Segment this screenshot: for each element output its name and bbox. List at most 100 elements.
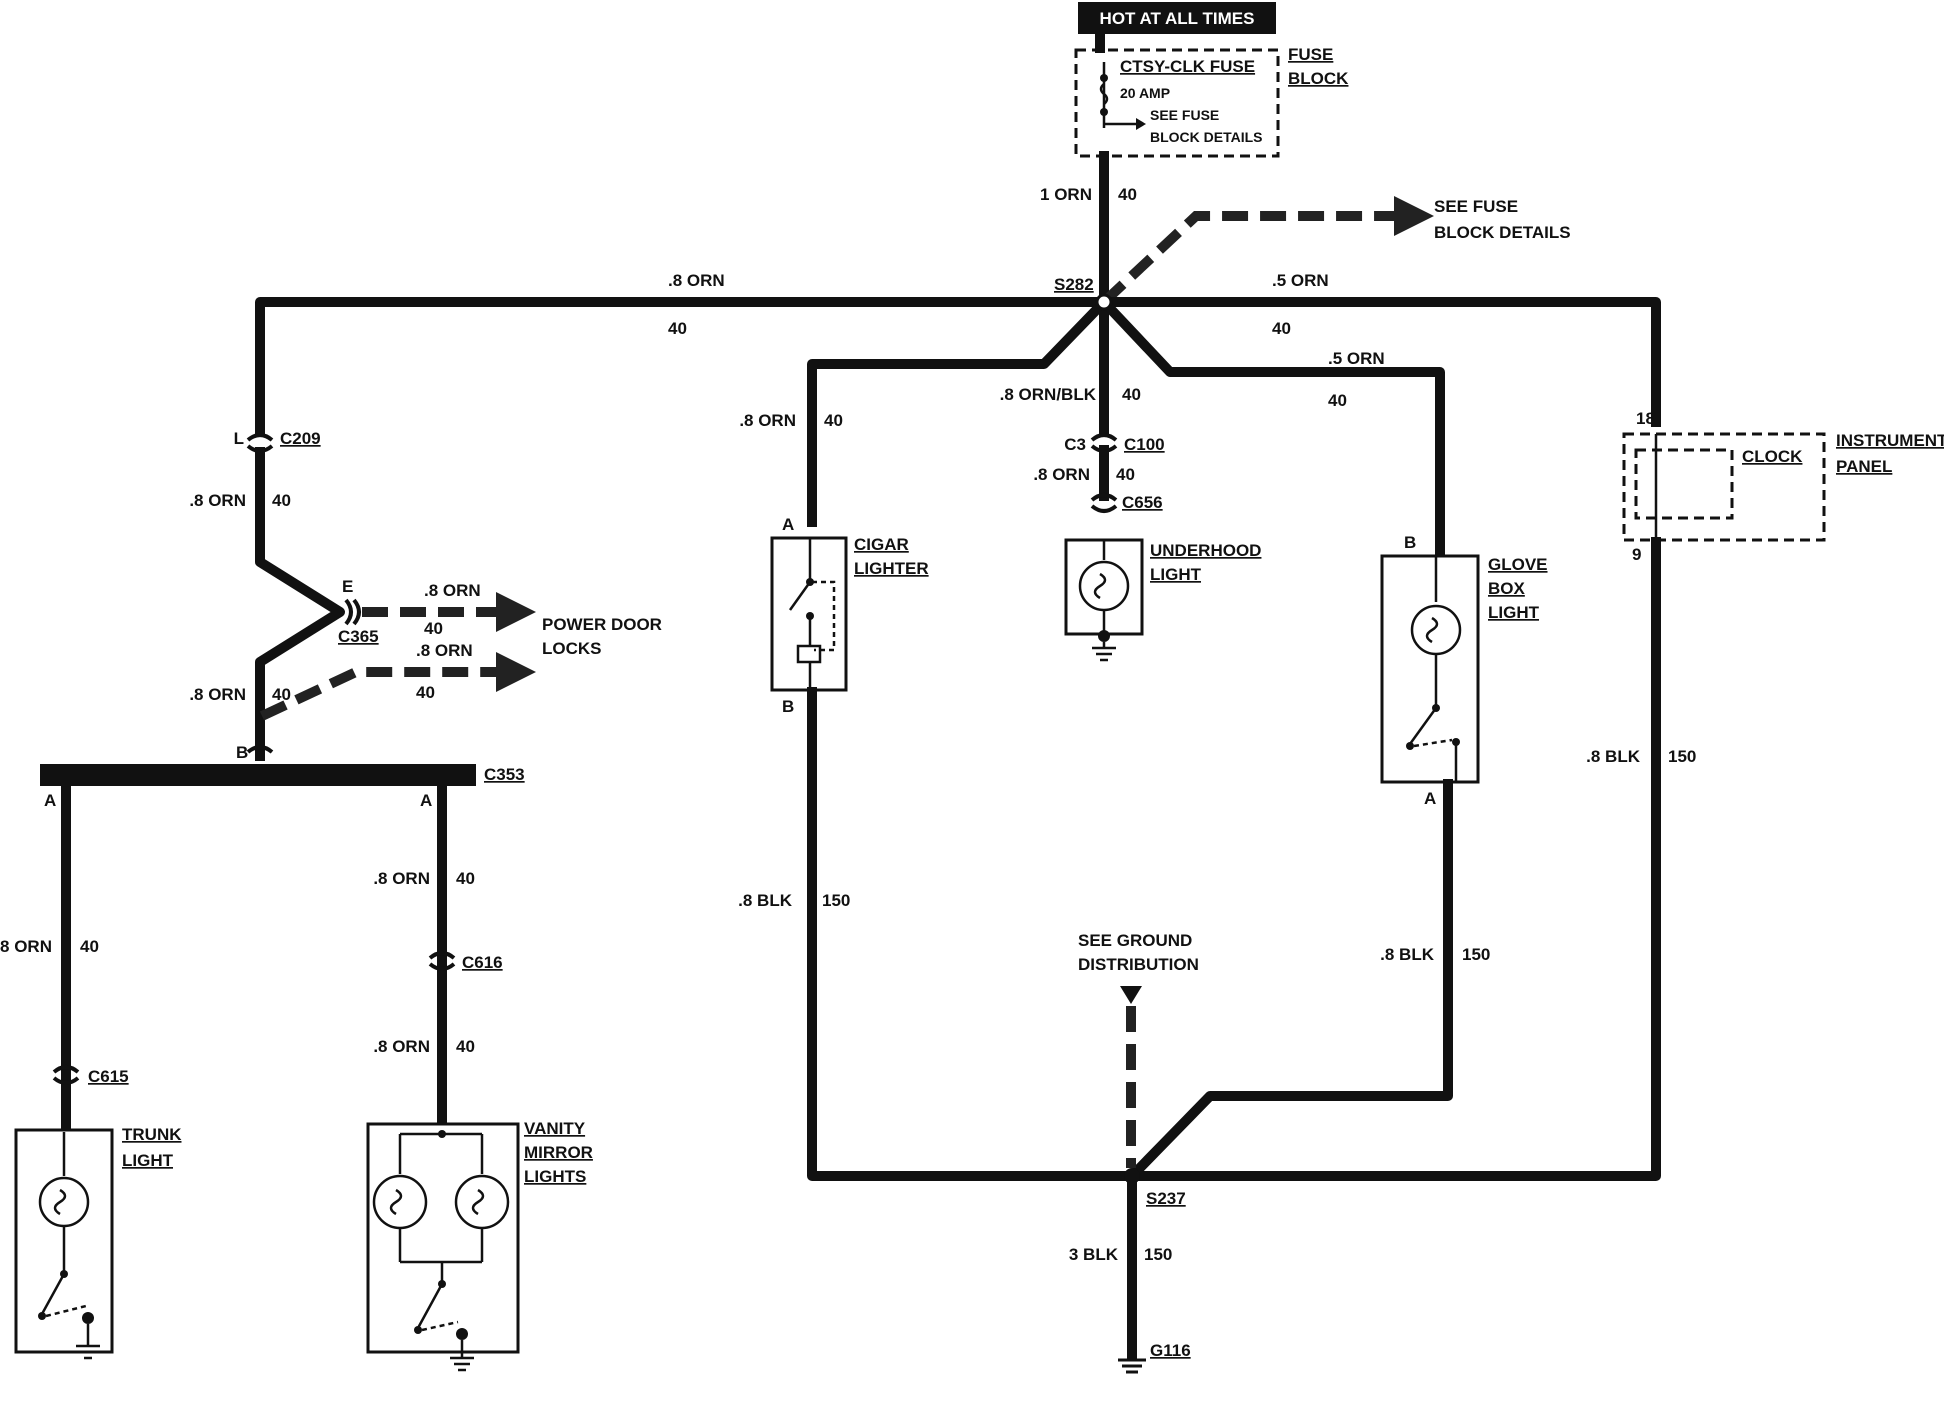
pin-label: L <box>234 429 244 448</box>
pin-label: A <box>782 515 794 534</box>
instrument-panel-label-2: PANEL <box>1836 457 1892 476</box>
pin-label: 18 <box>1636 409 1655 428</box>
circuit-label: 40 <box>456 869 475 888</box>
connector-c209-label: C209 <box>280 429 321 448</box>
power-door-locks-wire-2 <box>259 652 536 721</box>
trunk-light-label: TRUNK <box>122 1125 182 1144</box>
trunk-light <box>14 1128 114 1360</box>
underhood-light-label-2: LIGHT <box>1150 565 1202 584</box>
circuit-label: 150 <box>1144 1245 1172 1264</box>
wire-label: .8 ORN <box>424 581 481 600</box>
wire-label: 1 ORN <box>1040 185 1092 204</box>
vanity-mirror-label-2: MIRROR <box>524 1143 593 1162</box>
wire-label: .8 ORN/BLK <box>1000 385 1097 404</box>
wire-label: .8 ORN <box>739 411 796 430</box>
glove-ground-wire <box>1124 779 1453 1184</box>
underhood-light-label: UNDERHOOD <box>1150 541 1261 560</box>
wire-label: .5 ORN <box>1328 349 1385 368</box>
vanity-mirror-label-3: LIGHTS <box>524 1167 586 1186</box>
circuit-label: 40 <box>668 319 687 338</box>
wire-label: .8 ORN <box>1033 465 1090 484</box>
splice-s282 <box>1095 293 1113 311</box>
ground-g116-label: G116 <box>1150 1341 1191 1360</box>
connector-c365 <box>344 598 361 626</box>
wire-label: .8 ORN <box>189 685 246 704</box>
fuse-rating-label: 20 AMP <box>1120 85 1170 101</box>
glove-box-label: GLOVE <box>1488 555 1548 574</box>
wire-label: .8 ORN <box>373 1037 430 1056</box>
wire-label: .8 BLK <box>1380 945 1435 964</box>
glove-box-label-3: LIGHT <box>1488 603 1540 622</box>
glove-box-label-2: BOX <box>1488 579 1526 598</box>
circuit-label: 40 <box>1328 391 1347 410</box>
vanity-mirror-label: VANITY <box>524 1119 586 1138</box>
pin-label: 9 <box>1632 545 1641 564</box>
ground-distribution-arrow-icon <box>1120 986 1142 1004</box>
fuse-note-label-2: BLOCK DETAILS <box>1150 129 1263 145</box>
circuit-label: 40 <box>456 1037 475 1056</box>
wire-label: .8 ORN <box>0 937 52 956</box>
connector-c656-label: C656 <box>1122 493 1163 512</box>
left-top-wire <box>255 297 1109 437</box>
hot-at-all-times-label: HOT AT ALL TIMES <box>1078 2 1276 34</box>
pin-label: A <box>420 791 432 810</box>
wire-label: 3 BLK <box>1069 1245 1119 1264</box>
circuit-label: 40 <box>1272 319 1291 338</box>
clock-label: CLOCK <box>1742 447 1803 466</box>
wire-label: .8 BLK <box>738 891 793 910</box>
see-fuse-details-label-2: BLOCK DETAILS <box>1434 223 1571 242</box>
connector-c616-label: C616 <box>462 953 503 972</box>
circuit-label: 40 <box>272 685 291 704</box>
ground-g116-icon <box>1118 1358 1146 1374</box>
circuit-label: 40 <box>416 683 435 702</box>
glove-feed-wire <box>1096 294 1445 557</box>
wire-label: .8 ORN <box>373 869 430 888</box>
see-fuse-details-label: SEE FUSE <box>1434 197 1518 216</box>
connector-c353-label: C353 <box>484 765 525 784</box>
circuit-label: 40 <box>272 491 291 510</box>
pin-label: C3 <box>1064 435 1086 454</box>
wire-label: .8 ORN <box>416 641 473 660</box>
circuit-label: 150 <box>822 891 850 910</box>
wire-label: .8 ORN <box>668 271 725 290</box>
fuse-name-label: CTSY-CLK FUSE <box>1120 57 1255 76</box>
power-door-locks-label: POWER DOOR <box>542 615 662 634</box>
circuit-label: 40 <box>80 937 99 956</box>
connector-c353 <box>40 764 476 786</box>
connector-c656 <box>1090 493 1118 513</box>
clock-ground-wire <box>1127 537 1661 1181</box>
pin-label: A <box>44 791 56 810</box>
glove-box-light <box>1380 554 1480 784</box>
circuit-label: 150 <box>1668 747 1696 766</box>
underhood-light <box>1064 538 1144 662</box>
cigar-feed-wire <box>807 294 1112 527</box>
pin-label: B <box>782 697 794 716</box>
circuit-label: 150 <box>1462 945 1490 964</box>
see-fuse-dashed-wire <box>1100 196 1434 306</box>
see-ground-label: SEE GROUND <box>1078 931 1192 950</box>
wire-label: .8 ORN <box>189 491 246 510</box>
connector-c100-label: C100 <box>1124 435 1165 454</box>
cigar-ground-wire <box>807 687 1137 1181</box>
splice-s282-label: S282 <box>1054 275 1094 294</box>
connector-c365-label: C365 <box>338 627 379 646</box>
pin-label: E <box>342 577 353 596</box>
connector-c615 <box>52 1065 80 1085</box>
fuse-block: CTSY-CLK FUSE 20 AMP SEE FUSE BLOCK DETA… <box>1074 45 1349 158</box>
pin-label: A <box>1424 789 1436 808</box>
trunk-light-label-2: LIGHT <box>122 1151 174 1170</box>
circuit-label: 40 <box>424 619 443 638</box>
svg-text:HOT AT ALL TIMES: HOT AT ALL TIMES <box>1100 9 1255 28</box>
pin-label: B <box>1404 533 1416 552</box>
power-door-locks-label-2: LOCKS <box>542 639 602 658</box>
splice-s237-label: S237 <box>1146 1189 1186 1208</box>
vanity-mirror-lights <box>366 1122 520 1372</box>
wire-label: .5 ORN <box>1272 271 1329 290</box>
instrument-panel-label: INSTRUMENT <box>1836 431 1944 450</box>
circuit-label: 40 <box>1122 385 1141 404</box>
left-mid-wire <box>255 447 345 761</box>
connector-c615-label: C615 <box>88 1067 129 1086</box>
circuit-label: 40 <box>1116 465 1135 484</box>
cigar-lighter-label: CIGAR <box>854 535 909 554</box>
